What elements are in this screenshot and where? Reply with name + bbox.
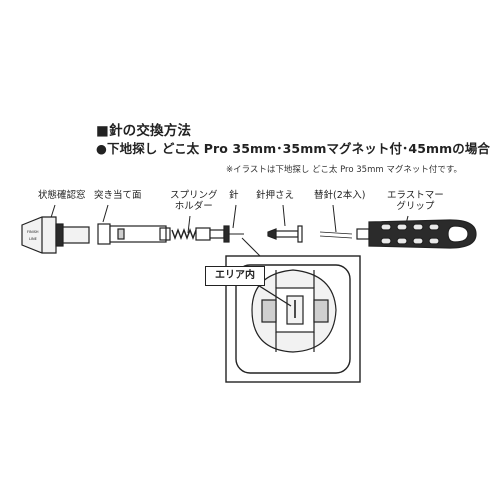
elastomer-grip-label: エラストマー グリップ bbox=[387, 190, 444, 212]
page-title: ■針の交換方法 bbox=[96, 123, 192, 139]
needle-leader bbox=[232, 204, 237, 229]
spring-holder bbox=[195, 225, 230, 243]
needle-label: 針 bbox=[229, 190, 239, 201]
needle-retainer bbox=[267, 225, 303, 243]
cap-body bbox=[21, 216, 90, 254]
spring-holder-label: スプリング ホルダー bbox=[170, 190, 218, 212]
inset-zoom-box bbox=[225, 255, 361, 383]
page-subtitle: ●下地探し どこ太 Pro 35mm･35mmマグネット付･45mmの場合 bbox=[96, 141, 491, 156]
stopper-tube bbox=[97, 223, 171, 245]
needle-retainer-label: 針押さえ bbox=[256, 190, 295, 201]
needle-retainer-leader bbox=[282, 204, 286, 227]
stopper-face-label: 突き当て面 bbox=[94, 190, 142, 201]
cap-marking-line2: LINE bbox=[29, 237, 37, 241]
illustration-note: ※イラストは下地探し どこ太 Pro 35mm マグネット付です。 bbox=[225, 165, 462, 175]
spring-holder-leader bbox=[187, 215, 191, 234]
spare-needles bbox=[319, 231, 353, 239]
grip-handle bbox=[356, 219, 477, 249]
area-inside-tag: エリア内 bbox=[205, 266, 265, 286]
status-window-label: 状態確認窓 bbox=[38, 190, 86, 201]
cap-marking-line1: FINISH bbox=[27, 230, 39, 234]
spare-needles-leader bbox=[332, 204, 337, 233]
stopper-face-leader bbox=[102, 204, 109, 223]
spare-needles-label: 替針(2本入) bbox=[314, 190, 366, 201]
inset-leader bbox=[241, 237, 263, 259]
spring bbox=[171, 228, 197, 240]
